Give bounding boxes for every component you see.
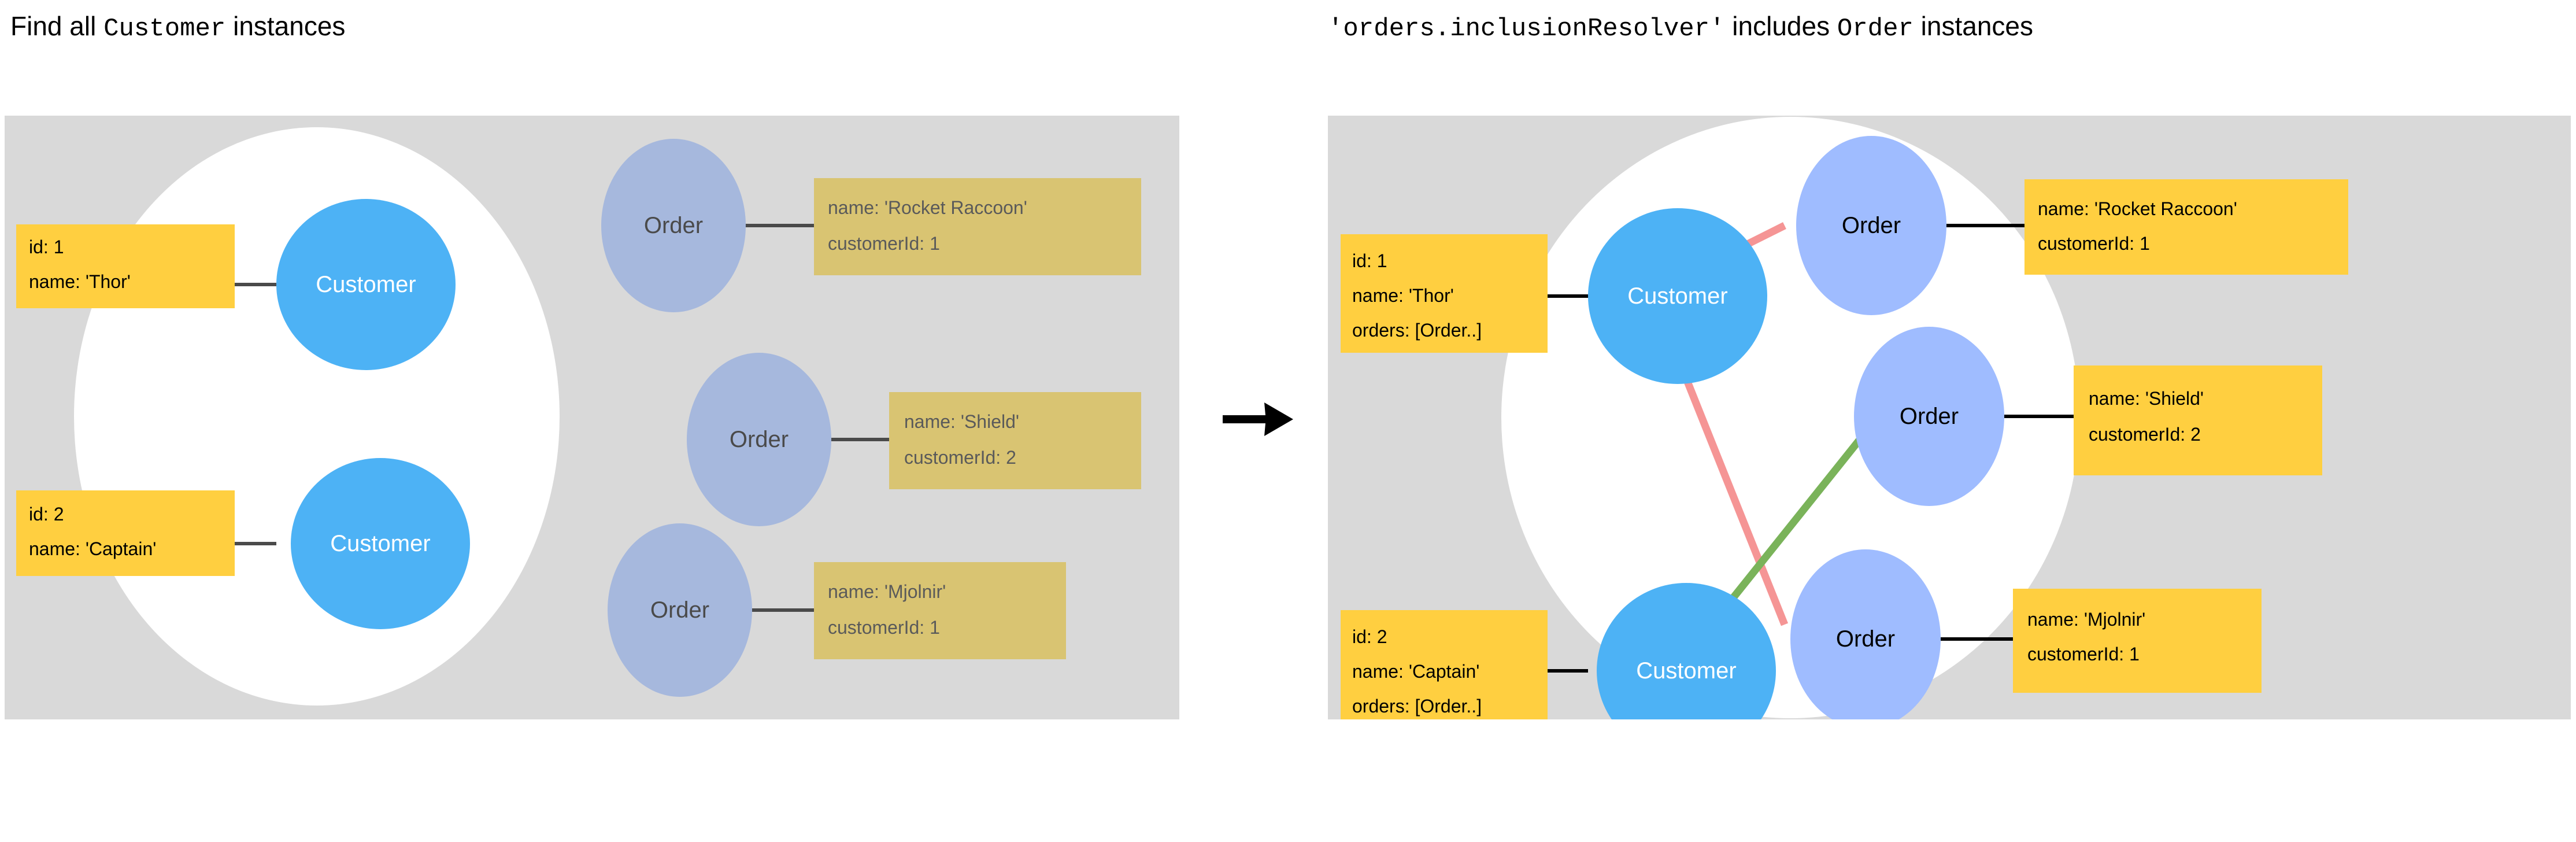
customer-detail-box-2-line-2: name: 'Captain' <box>1352 661 1479 682</box>
order-detail-box-1-line-1: name: 'Rocket Raccoon' <box>828 197 1027 218</box>
order-detail-box-3-line-2: customerId: 1 <box>828 617 940 638</box>
left-title-code: Customer <box>103 14 226 43</box>
order-detail-box-1-line-2: customerId: 1 <box>2038 233 2150 254</box>
order-detail-box-3-line-1: name: 'Mjolnir' <box>2027 609 2145 630</box>
customer-detail-box-1-line-2: name: 'Thor' <box>1352 285 1454 306</box>
customer-detail-box-1-line-2: name: 'Thor' <box>29 271 131 292</box>
order-node-1[interactable] <box>1796 136 1946 315</box>
customer-detail-box-2[interactable] <box>1341 610 1548 719</box>
order-detail-box-1[interactable] <box>814 178 1141 275</box>
order-detail-box-2[interactable] <box>2074 365 2322 475</box>
customer-detail-box-1[interactable] <box>1341 234 1548 353</box>
customer-node-1-label: Customer <box>316 272 416 297</box>
order-node-1-label: Order <box>644 213 703 238</box>
order-detail-box-3-line-2: customerId: 1 <box>2027 644 2140 664</box>
order-node-2[interactable] <box>1854 327 2004 506</box>
customer-detail-box-1-line-1: id: 1 <box>1352 250 1387 271</box>
customer-detail-box-2-line-3: orders: [Order..] <box>1352 696 1482 717</box>
order-detail-box-1-line-2: customerId: 1 <box>828 233 940 254</box>
right-panel: Customer Customer Order Order Order id: … <box>1328 116 2571 719</box>
order-node-2[interactable] <box>687 353 831 526</box>
right-arrow-icon <box>1223 402 1293 436</box>
customer-detail-box-2-line-1: id: 2 <box>1352 626 1387 647</box>
right-title-suffix: includes <box>1724 11 1837 41</box>
order-detail-box-1-line-1: name: 'Rocket Raccoon' <box>2038 198 2237 219</box>
right-title-suffix2: instances <box>1913 11 2034 41</box>
right-panel-title: 'orders.inclusionResolver' includes Orde… <box>1328 10 2033 43</box>
order-detail-box-2-line-1: name: 'Shield' <box>904 411 1019 432</box>
left-panel-title: Find all Customer instances <box>10 10 345 43</box>
left-title-prefix: Find all <box>10 11 104 41</box>
order-node-3-label: Order <box>1836 626 1895 652</box>
customer-node-1[interactable] <box>1588 208 1767 384</box>
customer-detail-box-1-line-3: orders: [Order..] <box>1352 320 1482 341</box>
customer-node-1-label: Customer <box>1627 283 1727 309</box>
order-node-3[interactable] <box>1790 549 1941 719</box>
customer-detail-box-1[interactable] <box>16 224 235 308</box>
customer-detail-box-1-line-1: id: 1 <box>29 237 64 257</box>
customer-node-1[interactable] <box>276 199 456 370</box>
order-node-1-label: Order <box>1842 213 1901 238</box>
left-panel: Customer Customer Order Order Order id: … <box>5 116 1179 719</box>
customer-node-2-label: Customer <box>330 531 430 556</box>
order-detail-box-3[interactable] <box>2013 589 2262 693</box>
right-title-code: 'orders.inclusionResolver' <box>1328 14 1725 43</box>
order-node-3-label: Order <box>650 597 709 623</box>
left-panel-graph: Customer Customer Order Order Order id: … <box>16 127 1141 706</box>
order-node-2-label: Order <box>1900 404 1959 429</box>
order-detail-box-3[interactable] <box>814 562 1066 659</box>
left-title-suffix: instances <box>225 11 346 41</box>
customer-node-2[interactable] <box>1597 583 1776 719</box>
order-detail-box-2[interactable] <box>889 392 1141 489</box>
order-detail-box-1[interactable] <box>2024 179 2348 275</box>
order-detail-box-2-line-2: customerId: 2 <box>904 447 1016 468</box>
order-node-1[interactable] <box>601 139 746 312</box>
order-node-3[interactable] <box>608 523 752 697</box>
customer-detail-box-2[interactable] <box>16 490 235 576</box>
flow-arrow <box>1217 393 1298 445</box>
order-node-2-label: Order <box>730 427 789 452</box>
customer-node-2[interactable] <box>291 458 470 629</box>
order-detail-box-2-line-1: name: 'Shield' <box>2089 388 2204 409</box>
right-panel-graph: Customer Customer Order Order Order id: … <box>1341 117 2348 719</box>
order-detail-box-2-line-2: customerId: 2 <box>2089 424 2201 445</box>
order-detail-box-3-line-1: name: 'Mjolnir' <box>828 581 946 602</box>
customer-node-2-label: Customer <box>1636 658 1736 684</box>
customer-detail-box-2-line-1: id: 2 <box>29 504 64 525</box>
right-title-code2: Order <box>1837 14 1914 43</box>
customer-detail-box-2-line-2: name: 'Captain' <box>29 538 156 559</box>
